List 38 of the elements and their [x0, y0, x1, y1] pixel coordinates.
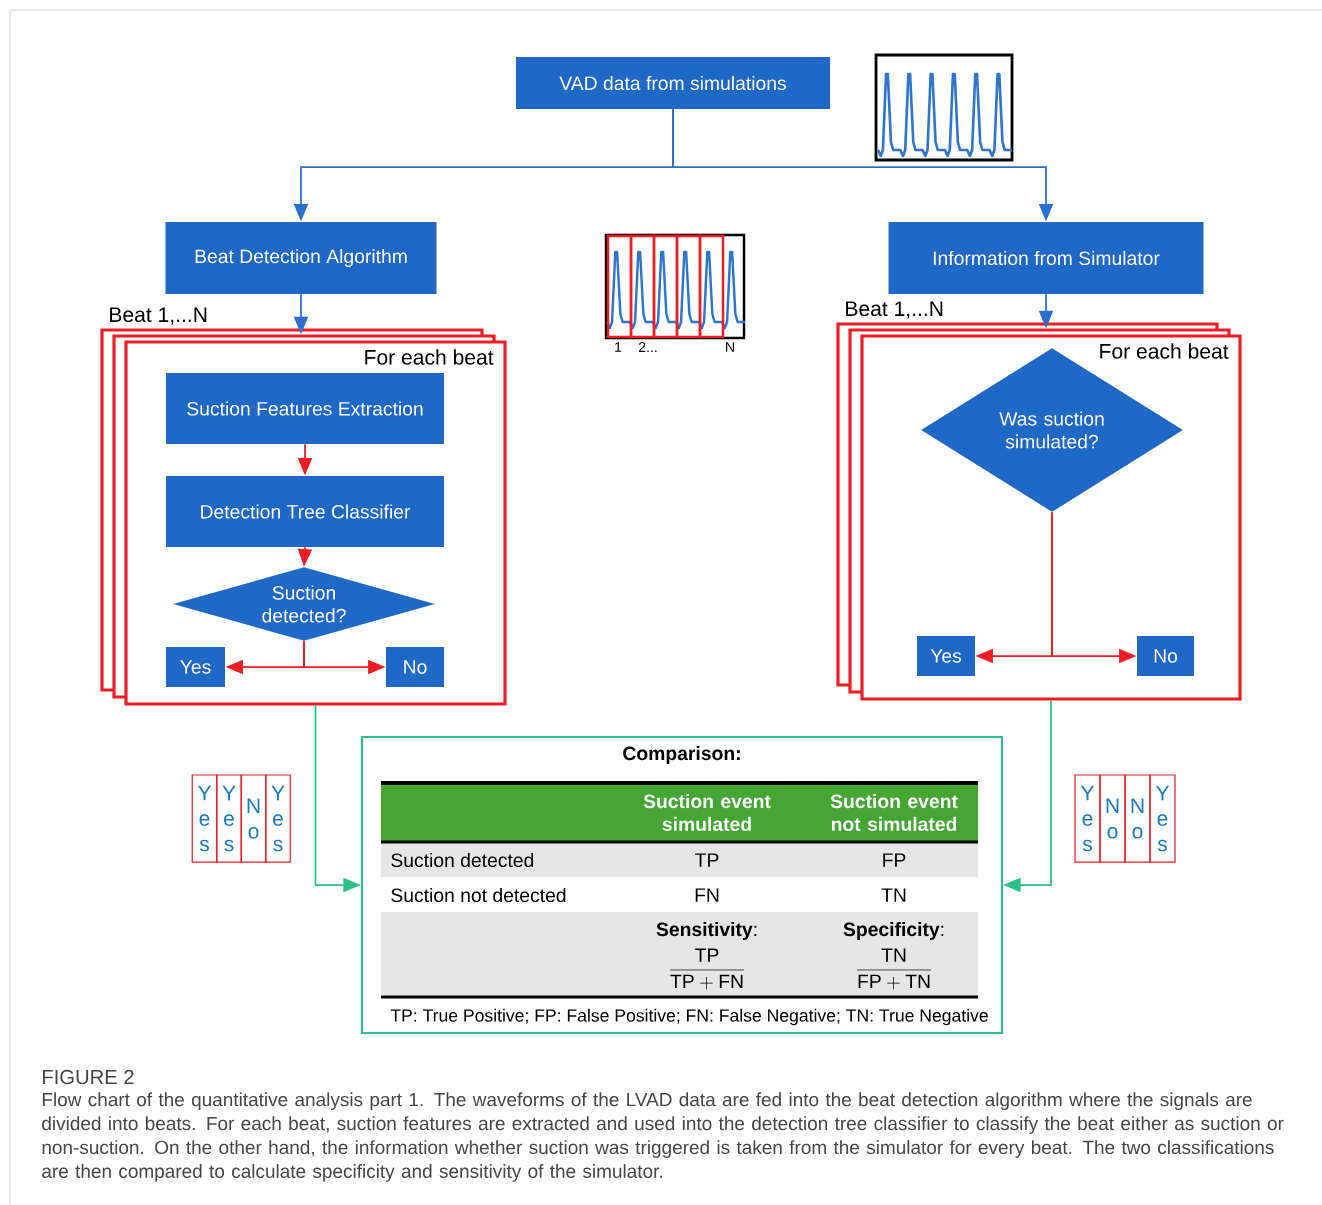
caption: Flow chart of the quantitative analysis part 1. The waveforms of the LVAD data are fed into the beat detection algorithm where the signals are divided into beats. For each beat, suction features are extracted and used into the detection tree classifier to classify the beat either as suction or non-suction. On the other hand, the information whether suction was triggered is taken from the simulator for every beat. The two classifications are then compared to calculate specificity and sensitivity of the simulator.	[42, 1092, 1284, 1182]
figure-number: FIGURE 2	[43, 1069, 134, 1085]
strip-cell: Yes	[191, 774, 218, 863]
tick-label: 2...	[638, 342, 657, 352]
strip-cell: Yes	[1149, 774, 1176, 863]
process-box: Detection Tree Classifier	[166, 476, 444, 547]
tick-label: 1	[615, 342, 622, 352]
process-box: VAD data from simulations	[516, 57, 830, 109]
strip-cell: Yes	[1074, 774, 1101, 863]
strip-cell: No	[1099, 774, 1126, 863]
header-cell: Suction event not simulated	[830, 794, 958, 832]
strip-cell: No	[1124, 774, 1151, 863]
outcome-box: Yes	[166, 647, 225, 687]
process-box: Suction Features Extraction	[166, 373, 444, 444]
strip-cell: Yes	[265, 774, 291, 863]
table-cell: Suction detected	[391, 852, 534, 868]
table-cell: Specificity:	[843, 922, 944, 940]
table-cell: TP	[695, 853, 719, 867]
table-cell: TN	[881, 888, 906, 902]
header-cell: Suction event simulated	[643, 794, 771, 832]
outcome-box: No	[1137, 636, 1194, 676]
strip-cell: Yes	[216, 774, 242, 863]
beat-range-label: Beat 1,...N	[110, 307, 207, 325]
outcome-box: Yes	[917, 636, 975, 676]
process-box: Information from Simulator	[888, 222, 1204, 294]
formula: $\frac{\mathrm{TP}}{\mathrm{TP}+\mathrm{FN}}$	[670, 948, 744, 990]
table-cell: Sensitivity:	[656, 922, 757, 940]
tick-label: N	[726, 342, 734, 352]
table-cell: Suction not detected	[391, 887, 566, 903]
table-cell: FN	[695, 888, 719, 902]
panel-heading: Comparison:	[623, 746, 740, 764]
process-box: Beat Detection Algorithm	[165, 222, 437, 294]
formula: $\frac{\mathrm{TN}}{\mathrm{FP}+\mathrm{TN}}$	[857, 948, 931, 990]
strip-cell: No	[240, 774, 267, 863]
outcome-box: No	[386, 647, 444, 687]
beat-range-label: Beat 1,...N	[846, 301, 943, 319]
footnote: TP: True Positive; FP: False Positive; FN: False Negative; TN: True Negative	[390, 1008, 988, 1026]
table-cell: FP	[883, 853, 906, 867]
